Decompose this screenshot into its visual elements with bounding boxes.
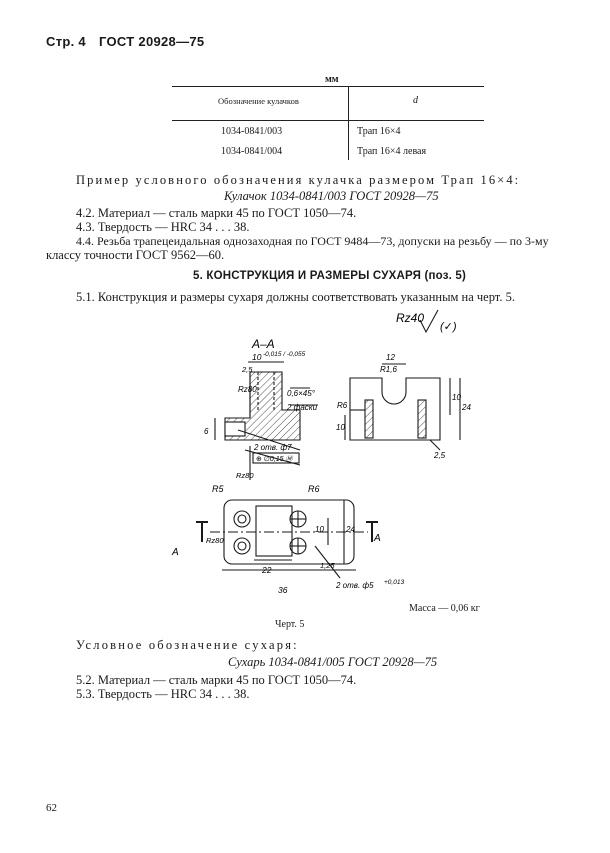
roughness-paren-label: (✓) xyxy=(440,321,457,333)
table-row-1-code: 1034-0841/003 xyxy=(221,126,283,137)
section-5-title: 5. КОНСТРУКЦИЯ И РАЗМЕРЫ СУХАРЯ (поз. 5) xyxy=(193,270,467,282)
dim-24-side: 24 xyxy=(461,403,471,412)
side-view-outline xyxy=(349,377,441,441)
dim-10: 10 xyxy=(252,352,262,362)
roughness-main-label: Rz40 xyxy=(396,311,424,325)
example-value: Кулачок 1034-0841/003 ГОСТ 20928—75 xyxy=(224,189,439,203)
table-header-d: d xyxy=(413,95,418,106)
holes-5-tolerance: +0,013 xyxy=(384,579,404,586)
dim-1-25: 1,25 xyxy=(320,561,335,570)
example-lead: Пример условного обозначения кулачка раз… xyxy=(76,173,521,187)
drawing-caption: Черт. 5 xyxy=(275,619,305,630)
table-unit: мм xyxy=(325,74,339,85)
designation-lead: Условное обозначение сухаря: xyxy=(76,638,299,652)
box-dim-22: 22 xyxy=(261,565,272,575)
holes-note: 2 отв. ф7 xyxy=(253,443,292,452)
drawing-sheet-5: Rz40 (✓) А–А 10 -0,015 / -0,055 2,5 Rz80… xyxy=(171,309,471,595)
paragraph-5-1: 5.1. Конструкция и размеры сухаря должны… xyxy=(76,290,515,304)
rz80-label-a: Rz80 xyxy=(238,385,257,394)
paragraph-4-4-line1: 4.4. Резьба трапецеидальная однозаходная… xyxy=(76,234,549,248)
box-dim-10: 10 xyxy=(315,525,324,534)
rz80-label-c: Rz80 xyxy=(206,536,224,545)
r1-6-label: R1,6 xyxy=(380,365,397,374)
chamfers-note: 2 фаски xyxy=(286,403,318,412)
mass-label: Масса — 0,06 кг xyxy=(409,603,480,614)
rz80-label-b: Rz80 xyxy=(236,471,254,480)
page-label: Стр. 4 xyxy=(46,34,86,49)
tolerance-frame: ⊕ ∅0,15 Ⓜ xyxy=(256,455,293,463)
paragraph-4-3: 4.3. Твердость — HRC 34 . . . 38. xyxy=(76,220,250,234)
table-row-2-thread: Трап 16×4 левая xyxy=(357,146,427,157)
dim-2-5: 2,5 xyxy=(241,365,253,374)
table-header-designation: Обозначение кулачков xyxy=(218,96,299,106)
dim-10-side: 10 xyxy=(452,393,461,402)
r6-label: R6 xyxy=(308,484,320,494)
dim-10-low: 10 xyxy=(336,423,345,432)
chamfer-label: 0,6×45° xyxy=(287,389,316,398)
table-row-1-thread: Трап 16×4 xyxy=(357,126,401,137)
dim-6: 6 xyxy=(204,427,209,436)
section-label: А–А xyxy=(251,337,275,351)
section-arrow-a-right: А xyxy=(373,533,381,544)
paragraph-4-4-line2: классу точности ГОСТ 9562—60. xyxy=(46,248,225,262)
dim-24: 24 xyxy=(345,525,355,534)
paragraph-4-2: 4.2. Материал — сталь марки 45 по ГОСТ 1… xyxy=(76,206,357,220)
dim-12: 12 xyxy=(386,353,395,362)
holes-5-note: 2 отв. ф5 xyxy=(335,581,374,590)
table-lines xyxy=(172,86,484,160)
r5-label: R5 xyxy=(212,484,224,494)
r6-side-label: R6 xyxy=(337,401,348,410)
section-arrow-a-left: А xyxy=(171,547,179,558)
paragraph-5-3: 5.3. Твердость — HRC 34 . . . 38. xyxy=(76,687,250,701)
roughness-check-icon xyxy=(419,309,439,334)
standard-code: ГОСТ 20928—75 xyxy=(99,34,205,49)
designation-value: Сухарь 1034-0841/005 ГОСТ 20928—75 xyxy=(228,655,438,669)
dim-36: 36 xyxy=(278,585,288,595)
table-row-2-code: 1034-0841/004 xyxy=(221,146,283,157)
paragraph-5-2: 5.2. Материал — сталь марки 45 по ГОСТ 1… xyxy=(76,673,357,687)
dim-10-tolerance: -0,015 / -0,055 xyxy=(263,351,306,358)
dim-2-5-b: 2,5 xyxy=(433,451,446,460)
page-number: 62 xyxy=(46,802,57,814)
